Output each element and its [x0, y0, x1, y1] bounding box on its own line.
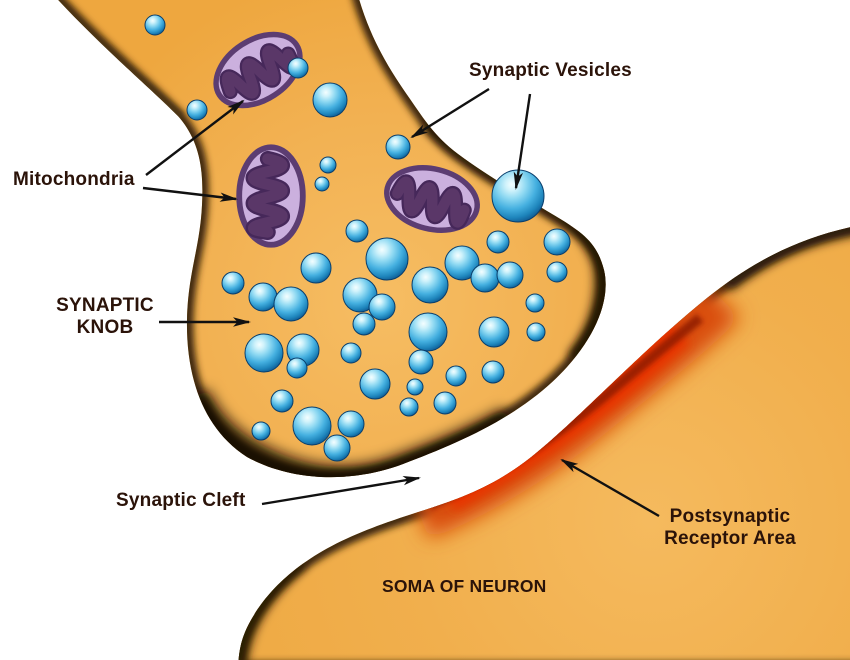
synaptic-vesicle — [270, 389, 294, 413]
synaptic-vesicle — [543, 228, 571, 256]
label-postsynaptic-line1: Postsynaptic — [669, 506, 791, 527]
mitochondrion — [239, 147, 303, 245]
synaptic-vesicle — [340, 342, 362, 364]
synaptic-vesicle — [359, 368, 391, 400]
synaptic-vesicle — [323, 434, 351, 462]
label-synaptic-cleft: Synaptic Cleft — [116, 490, 246, 511]
arrow-synaptic-vesicles-left — [410, 87, 490, 139]
label-synaptic-knob-line2: KNOB — [76, 317, 134, 338]
label-postsynaptic-line2: Receptor Area — [664, 528, 796, 549]
synaptic-vesicle — [486, 230, 510, 254]
vesicles-layer — [144, 14, 571, 462]
synaptic-vesicle — [345, 219, 369, 243]
label-postsynaptic-receptor-area: Postsynaptic Receptor Area — [620, 506, 840, 550]
synaptic-vesicle — [408, 349, 434, 375]
synaptic-vesicle — [273, 286, 309, 322]
arrow-postsynaptic-receptor — [560, 458, 660, 518]
synaptic-vesicle — [248, 282, 278, 312]
synaptic-vesicle — [496, 261, 524, 289]
label-synaptic-knob: SYNAPTIC KNOB — [30, 295, 180, 339]
synaptic-vesicle — [478, 316, 510, 348]
synaptic-vesicle — [365, 237, 409, 281]
synaptic-vesicle — [292, 406, 332, 446]
synaptic-vesicle — [287, 57, 309, 79]
synaptic-vesicle — [368, 293, 396, 321]
synaptic-vesicle — [286, 357, 308, 379]
synaptic-vesicle — [445, 365, 467, 387]
synaptic-vesicle — [411, 266, 449, 304]
arrow-synaptic-vesicles-right — [513, 93, 532, 190]
synaptic-vesicle — [314, 176, 330, 192]
synaptic-vesicle — [433, 391, 457, 415]
synaptic-vesicle — [300, 252, 332, 284]
synaptic-vesicle — [385, 134, 411, 160]
synaptic-vesicle — [319, 156, 337, 174]
synaptic-vesicle — [144, 14, 166, 36]
arrow-synaptic-cleft — [261, 475, 421, 506]
synaptic-vesicle — [251, 421, 271, 441]
synaptic-vesicle — [546, 261, 568, 283]
label-soma-of-neuron: SOMA OF NEURON — [382, 576, 547, 596]
synaptic-vesicle — [337, 410, 365, 438]
synaptic-vesicle — [312, 82, 348, 118]
label-synaptic-vesicles: Synaptic Vesicles — [469, 60, 632, 81]
synaptic-vesicle — [399, 397, 419, 417]
synaptic-vesicle — [221, 271, 245, 295]
label-mitochondria: Mitochondria — [13, 169, 135, 190]
synaptic-vesicle — [444, 245, 480, 281]
label-synaptic-knob-line1: SYNAPTIC — [56, 295, 154, 316]
arrows-layer — [142, 87, 660, 518]
synaptic-vesicle — [406, 378, 424, 396]
synaptic-vesicle — [352, 312, 376, 336]
synaptic-vesicle — [408, 312, 448, 352]
synaptic-vesicle — [470, 263, 500, 293]
synaptic-vesicle — [526, 322, 546, 342]
arrow-mitochondria-lower — [142, 186, 238, 202]
synaptic-vesicle — [244, 333, 284, 373]
synaptic-vesicle — [186, 99, 208, 121]
synaptic-vesicle — [525, 293, 545, 313]
synaptic-vesicle — [481, 360, 505, 384]
arrow-mitochondria-upper — [145, 99, 245, 176]
